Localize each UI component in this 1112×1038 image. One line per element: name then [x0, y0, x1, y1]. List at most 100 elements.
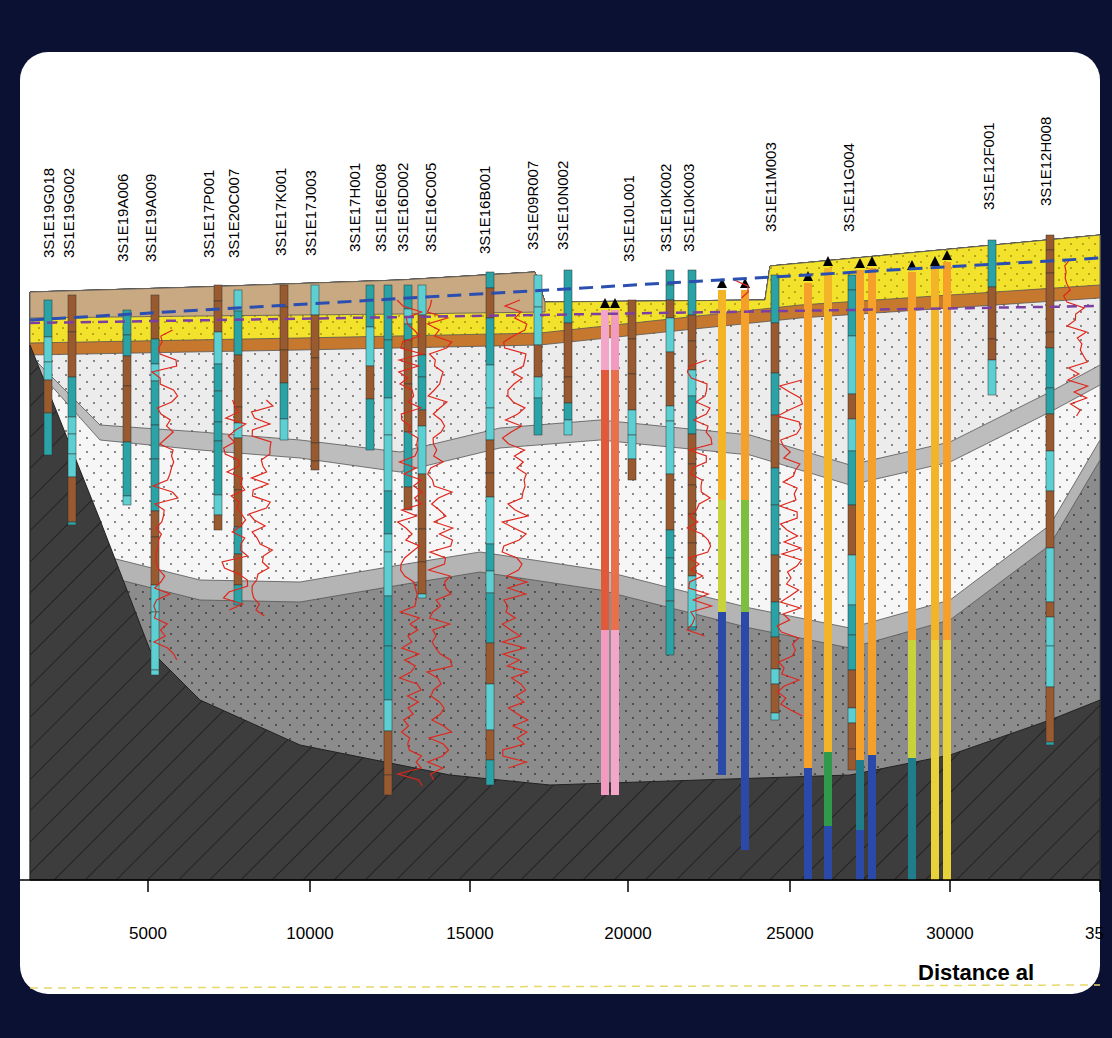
axis-tick	[627, 880, 629, 892]
well-segment	[123, 335, 131, 356]
well-segment	[848, 605, 856, 635]
well-segment	[908, 272, 916, 640]
well-segment	[718, 500, 726, 612]
well-segment	[384, 775, 392, 795]
well-segment	[214, 364, 222, 391]
well-segment	[418, 426, 426, 474]
well-segment	[151, 339, 159, 364]
well-segment	[68, 377, 76, 417]
well-segment	[44, 337, 52, 362]
well-segment	[628, 339, 636, 374]
well-segment	[611, 370, 619, 630]
well-segment	[486, 473, 494, 497]
well-segment	[44, 413, 52, 455]
well-segment	[366, 285, 374, 327]
well-segment	[688, 270, 696, 315]
well-name: 3S1E16D002	[395, 163, 410, 252]
well-segment	[824, 826, 832, 880]
well-segment	[666, 601, 674, 655]
well-segment	[486, 544, 494, 571]
well-segment	[68, 477, 76, 522]
well-segment	[234, 311, 242, 355]
well-segment	[418, 594, 426, 598]
well-segment	[848, 419, 856, 451]
well-segment	[771, 637, 779, 669]
well-segment	[44, 300, 52, 337]
well-segment	[384, 534, 392, 552]
well-segment	[601, 370, 609, 630]
well-name: 3S1E19A006	[115, 174, 130, 262]
well-segment	[771, 373, 779, 415]
well-segment	[628, 410, 636, 435]
well-segment	[931, 268, 939, 640]
well-segment	[771, 323, 779, 373]
well-segment	[611, 630, 619, 795]
well-segment	[666, 300, 674, 318]
well-segment	[771, 468, 779, 505]
well-segment	[804, 768, 812, 880]
resistivity-log	[249, 400, 273, 616]
well-segment	[1046, 273, 1054, 332]
well-segment	[804, 283, 812, 768]
axis-value: 10000	[286, 925, 333, 942]
well-segment	[868, 268, 876, 755]
well-segment	[486, 730, 494, 760]
well-marker	[600, 298, 610, 308]
well-segment	[123, 356, 131, 386]
well-segment	[771, 684, 779, 713]
well-segment	[771, 713, 779, 720]
well-segment	[311, 443, 319, 461]
well-segment	[848, 670, 856, 708]
well-segment	[848, 635, 856, 670]
well-segment	[564, 420, 572, 435]
well-segment	[988, 240, 996, 287]
well-segment	[601, 310, 609, 370]
lower-aquitard	[30, 235, 1100, 648]
well-segment	[848, 336, 856, 394]
axis-tick	[789, 880, 791, 892]
well-segment	[824, 752, 832, 826]
well-segment	[848, 505, 856, 555]
axis-tick	[949, 880, 951, 892]
axis-tick	[309, 880, 311, 892]
well-segment	[1046, 602, 1054, 617]
well-segment	[534, 377, 542, 398]
well-segment	[68, 434, 76, 454]
well-segment	[486, 440, 494, 473]
well-marker	[610, 298, 620, 308]
well-segment	[418, 410, 426, 426]
well-segment	[68, 522, 76, 525]
well-segment	[486, 643, 494, 684]
axis-tick	[469, 880, 471, 892]
resistivity-log	[502, 300, 528, 768]
well-segment	[741, 612, 749, 850]
well-marker	[930, 256, 940, 266]
well-segment	[741, 290, 749, 500]
well-segment	[988, 287, 996, 339]
well-segment	[486, 365, 494, 408]
well-segment	[868, 755, 876, 880]
well-segment	[280, 285, 288, 307]
well-segment	[123, 386, 131, 442]
well-name: 3S1E16E008	[373, 164, 388, 252]
well-segment	[280, 307, 288, 350]
well-segment	[688, 315, 696, 341]
well-segment	[404, 487, 412, 510]
well-segment	[771, 415, 779, 468]
well-segment	[848, 723, 856, 749]
well-name: 3S1E12H008	[1038, 117, 1053, 206]
well-name: 3S1E12F001	[981, 122, 996, 210]
resistivity-log	[687, 360, 712, 636]
well-segment	[68, 295, 76, 332]
well-name: 3S1E17P001	[201, 170, 216, 258]
well-name: 3S1E19A009	[143, 174, 158, 262]
well-segment	[68, 332, 76, 377]
well-segment	[384, 552, 392, 596]
axis-value: 25000	[766, 925, 813, 942]
well-segment	[848, 451, 856, 505]
well-segment	[1046, 348, 1054, 388]
well-marker	[855, 258, 865, 268]
well-segment	[666, 474, 674, 530]
